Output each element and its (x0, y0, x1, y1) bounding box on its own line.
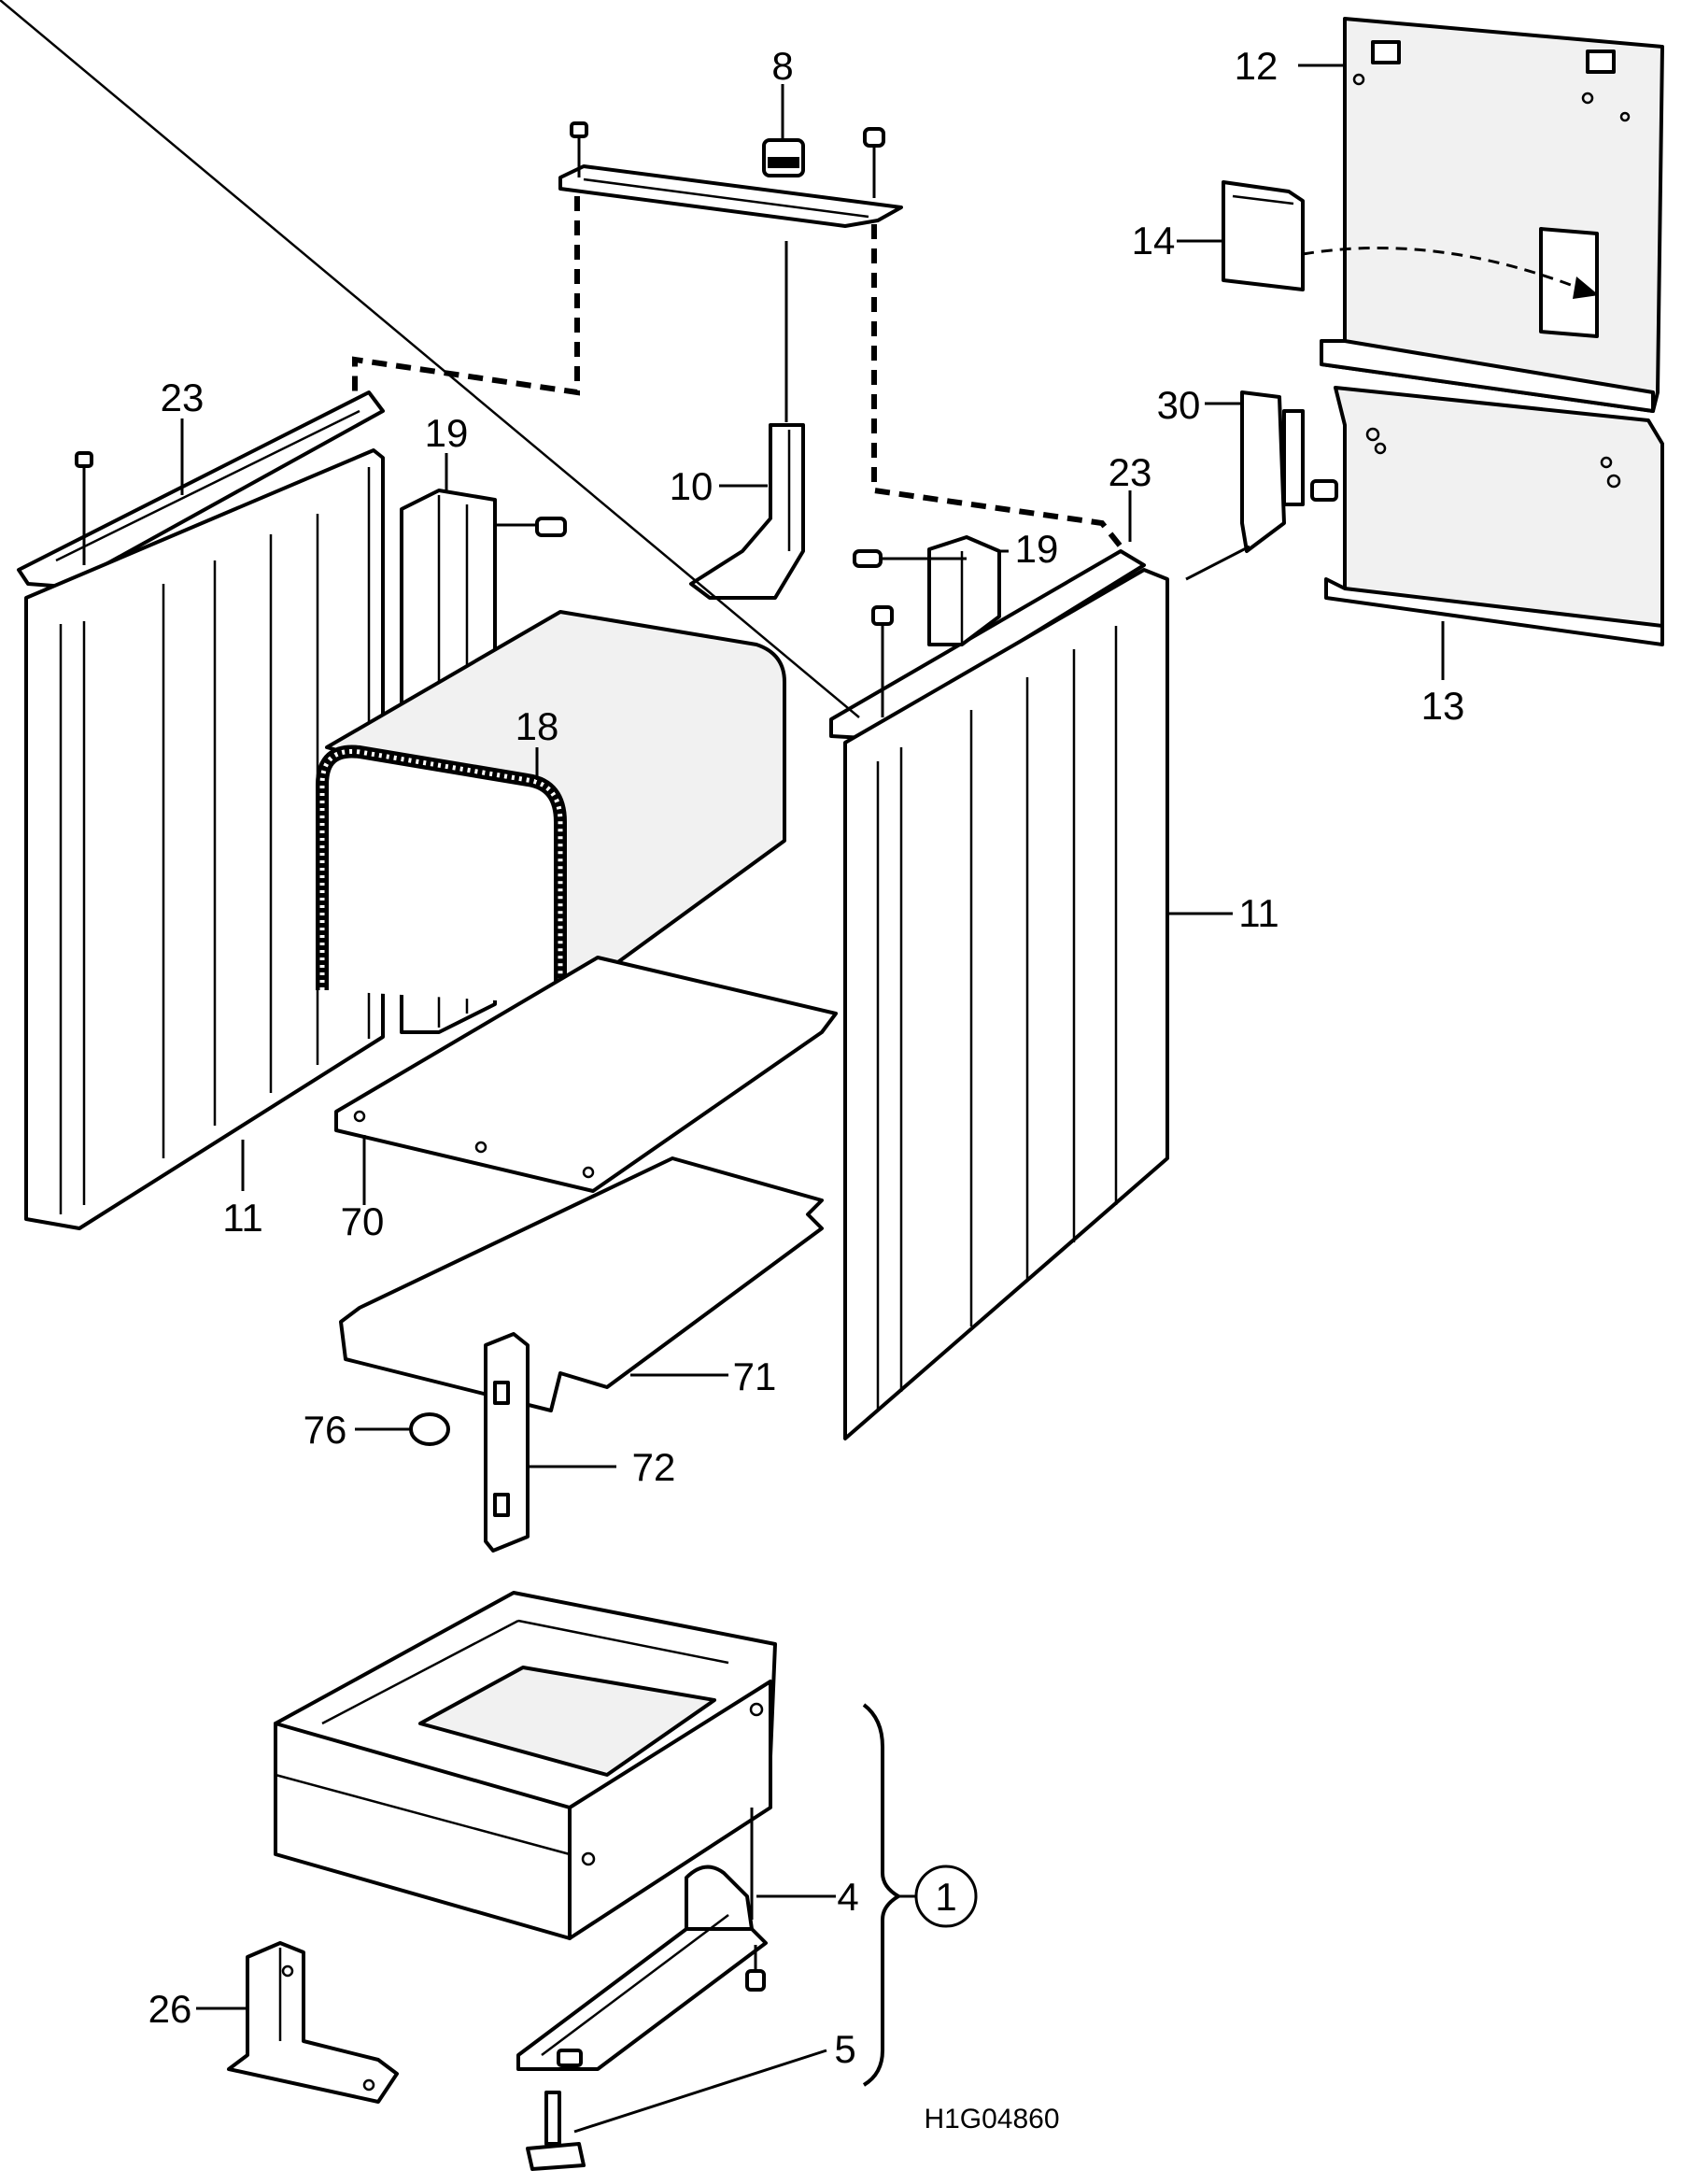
terminal-bracket-part-30 (1185, 390, 1338, 581)
lower-rear-panel-part-13 (1324, 386, 1664, 680)
callout-11-left: 11 (222, 1196, 263, 1240)
callout-10: 10 (670, 464, 713, 508)
insulation-sheet-part-71 (339, 1156, 824, 1412)
hinge-strip-part-72 (484, 1332, 616, 1553)
assembly-circle (914, 1865, 978, 1928)
callout-18: 18 (516, 704, 559, 748)
grommet-part-76 (355, 1412, 450, 1446)
callout-23-right: 23 (1109, 450, 1152, 494)
side-panel-right-part-11 (843, 568, 1233, 1440)
callout-11-right: 11 (1238, 891, 1279, 935)
callout-26: 26 (148, 1987, 192, 2031)
corner-bracket-right-part-19 (853, 535, 1009, 646)
callout-72: 72 (632, 1445, 676, 1489)
callout-30: 30 (1157, 383, 1201, 427)
screw-top-left (570, 121, 588, 177)
foot-rail-part-4 (516, 1865, 836, 2071)
callout-13: 13 (1421, 684, 1465, 728)
callout-23-left: 23 (161, 376, 205, 419)
callout-19-right: 19 (1015, 527, 1059, 571)
callout-71: 71 (733, 1354, 777, 1398)
top-rail-left-part-23 (17, 390, 385, 589)
callout-8: 8 (771, 44, 793, 88)
top-mounting-bracket (558, 84, 903, 228)
arrow-card-path (1302, 246, 1589, 293)
electronic-card-part-14 (1177, 180, 1599, 299)
callout-14: 14 (1132, 219, 1176, 262)
callout-4: 4 (837, 1875, 858, 1919)
callout-12: 12 (1235, 44, 1278, 88)
dashed-route-left (352, 196, 580, 402)
adjustable-foot-part-5 (526, 2049, 827, 2171)
base-plate-part-70 (334, 956, 838, 1205)
rear-panel-part-12 (1298, 17, 1664, 413)
base-plinth-part-1 (274, 1591, 777, 1940)
callout-76: 76 (304, 1408, 347, 1452)
dashed-route-right (871, 224, 1123, 548)
callout-5: 5 (834, 2027, 855, 2071)
corner-bracket-part-26 (196, 1941, 399, 2104)
drawing-code: H1G04860 (924, 2104, 1059, 2134)
screw-top-right (863, 127, 885, 198)
callout-70: 70 (341, 1199, 385, 1243)
callout-19-left: 19 (425, 411, 469, 455)
l-bracket-part-10 (689, 241, 805, 600)
assembly-brace (862, 1703, 902, 2087)
callout-1: 1 (935, 1875, 956, 1919)
oven-cavity-part-18 (316, 610, 786, 1006)
